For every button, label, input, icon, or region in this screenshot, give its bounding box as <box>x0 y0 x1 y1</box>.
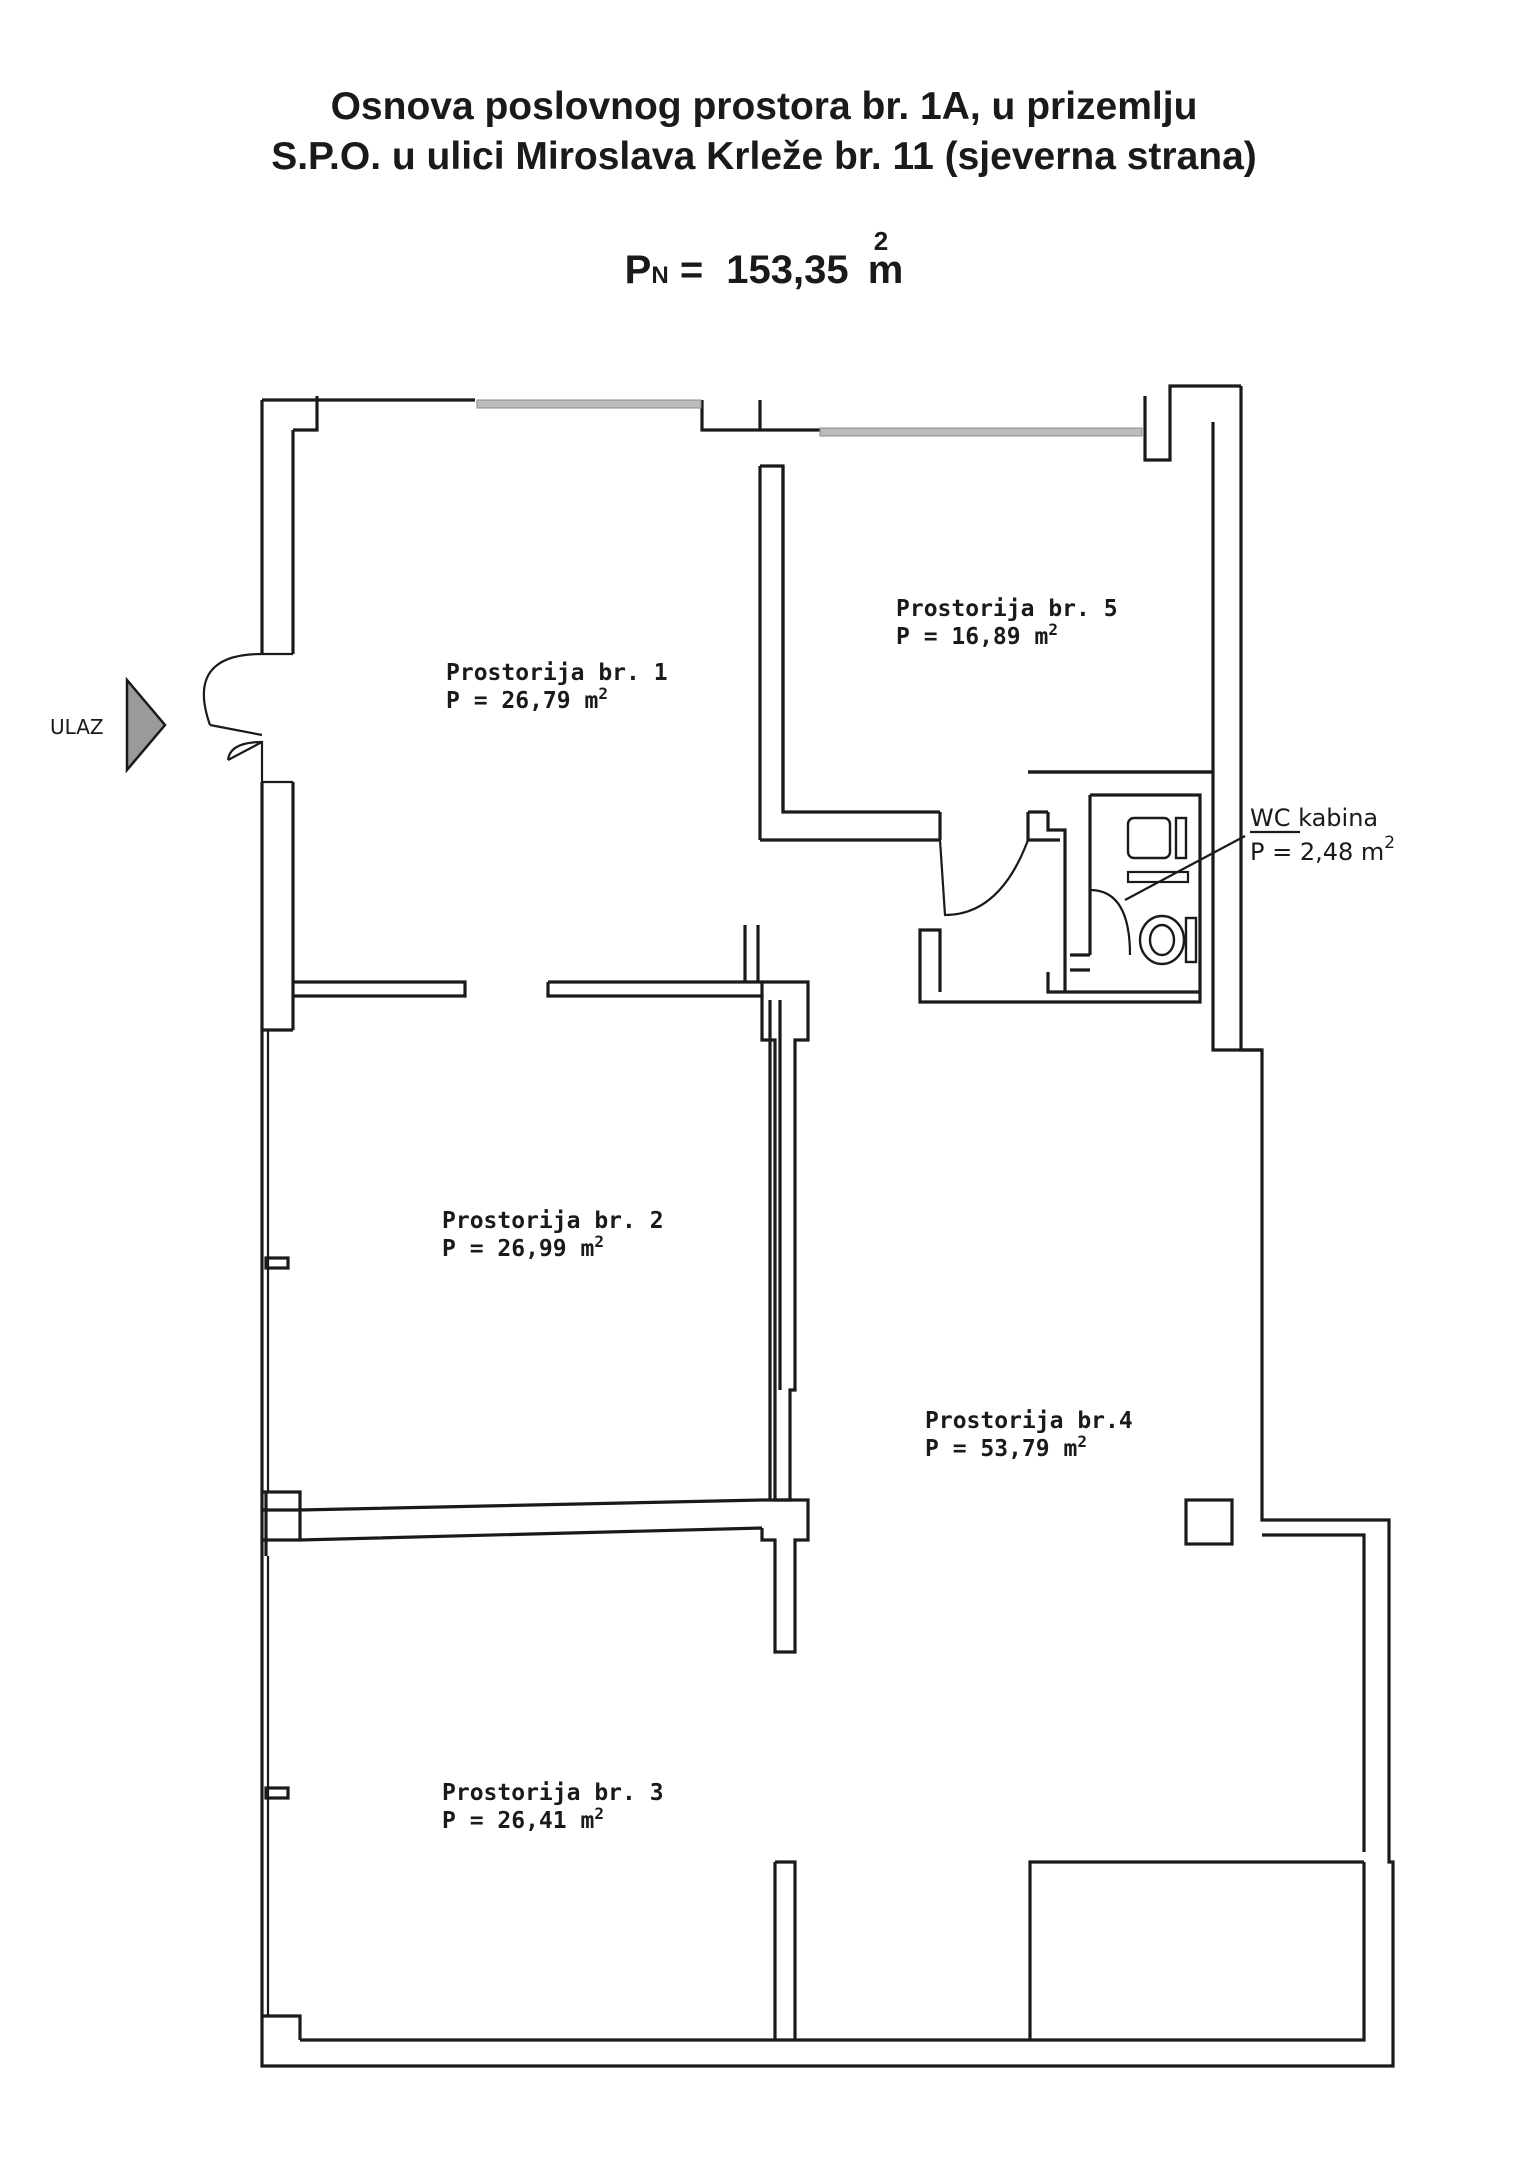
window-room-5 <box>819 427 1143 437</box>
door-swing <box>202 652 264 782</box>
door-swing-wc <box>1089 888 1132 956</box>
room-3-name: Prostorija br. 3 <box>442 1780 664 1806</box>
entrance-door <box>202 652 293 784</box>
wc-walls <box>918 793 1202 1004</box>
title-line-2: S.P.O. u ulici Miroslava Krleže br. 11 (… <box>271 135 1257 178</box>
toilet-tank-icon <box>1184 916 1198 964</box>
total-area-exponent: 2 <box>873 226 889 256</box>
wc-area: P = 2,48 m2 <box>1250 833 1395 866</box>
window-room-1 <box>476 399 702 409</box>
column-room-4 <box>1184 1498 1234 1546</box>
wc-leader-line <box>1124 835 1246 901</box>
title-line-1: Osnova poslovnog prostora br. 1A, u priz… <box>330 85 1198 128</box>
wall-room-2-4 <box>760 980 810 1502</box>
door-leaves <box>209 723 263 761</box>
room-4-label: Prostorija br.4 P = 53,79 m2 <box>925 1408 1133 1462</box>
room-1-name: Prostorija br. 1 <box>446 660 668 686</box>
wall-room-3-4 <box>773 1860 797 2040</box>
door-swing-corridor <box>938 839 1030 917</box>
room-1-area: P = 26,79 m2 <box>446 684 608 714</box>
room-1-label: Prostorija br. 1 P = 26,79 m2 <box>446 660 668 714</box>
washbasin-tap-icon <box>1174 816 1188 860</box>
room-5-area: P = 16,89 m2 <box>896 620 1058 650</box>
total-area-subscript: N <box>651 262 669 289</box>
inner-wall-outline <box>262 396 1366 2042</box>
arrow-right-icon <box>125 676 167 774</box>
room-4-area: P = 53,79 m2 <box>925 1432 1087 1462</box>
wc-fixtures <box>1126 816 1198 966</box>
facade-stub-room-2 <box>264 1256 290 1270</box>
wc-name: WC kabina <box>1250 804 1378 832</box>
outer-walls <box>260 384 1395 2068</box>
drawing-title: Osnova poslovnog prostora br. 1A, u priz… <box>0 82 1528 182</box>
room-4-name: Prostorija br.4 <box>925 1408 1133 1434</box>
room-5-name: Prostorija br. 5 <box>896 596 1118 622</box>
wc-shelf <box>1126 870 1190 884</box>
toilet-bowl-icon <box>1148 923 1176 957</box>
entrance-label: ULAZ <box>50 715 104 739</box>
interior-walls <box>262 464 1234 2040</box>
room-2-label: Prostorija br. 2 P = 26,99 m2 <box>442 1208 664 1262</box>
total-area-value: 153,35 <box>726 248 849 292</box>
room-3-area: P = 26,41 m2 <box>442 1804 604 1834</box>
wall-room-1-2 <box>293 925 764 998</box>
room-3-label: Prostorija br. 3 P = 26,41 m2 <box>442 1780 664 1834</box>
room-5-east-wall <box>781 466 1213 812</box>
wc-label: WC kabina P = 2,48 m2 <box>1250 804 1395 866</box>
room-2-area: P = 26,99 m2 <box>442 1232 604 1262</box>
wall-room-2-3 <box>262 1490 810 1654</box>
room-5-walls <box>758 464 1213 842</box>
outer-wall-outline <box>260 384 1395 2068</box>
room-2-name: Prostorija br. 2 <box>442 1208 664 1234</box>
total-area-equals: = <box>679 248 704 292</box>
door-jambs <box>262 652 293 784</box>
total-area-symbol: PN <box>624 248 669 292</box>
washbasin-icon <box>1126 816 1172 860</box>
facade-stub-room-3 <box>264 1786 290 1800</box>
room-5-label: Prostorija br. 5 P = 16,89 m2 <box>896 596 1118 650</box>
